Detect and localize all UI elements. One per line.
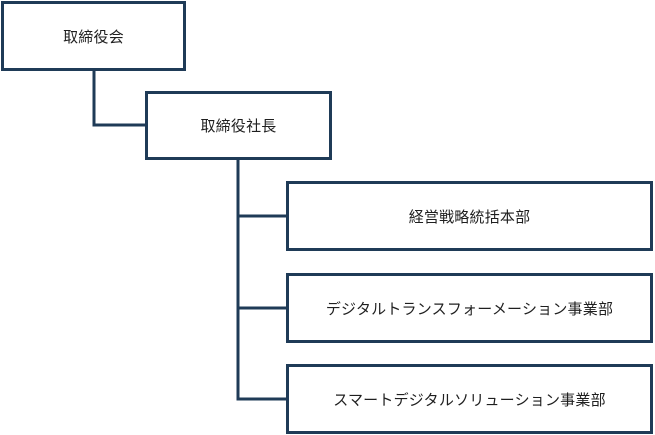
org-box-board: 取締役会 (1, 1, 186, 71)
org-box-president-label: 取締役社長 (200, 117, 277, 135)
org-box-corporate-strategy: 経営戦略統括本部 (286, 181, 653, 251)
org-box-president: 取締役社長 (145, 91, 332, 160)
org-box-smart-digital-solution: スマートデジタルソリューション事業部 (286, 364, 653, 434)
org-box-digital-transformation-label: デジタルトランスフォーメーション事業部 (325, 299, 614, 318)
org-box-corporate-strategy-label: 経営戦略統括本部 (408, 207, 531, 226)
org-box-smart-digital-solution-label: スマートデジタルソリューション事業部 (333, 390, 606, 409)
org-box-board-label: 取締役会 (63, 27, 124, 46)
org-box-digital-transformation: デジタルトランスフォーメーション事業部 (286, 273, 653, 343)
